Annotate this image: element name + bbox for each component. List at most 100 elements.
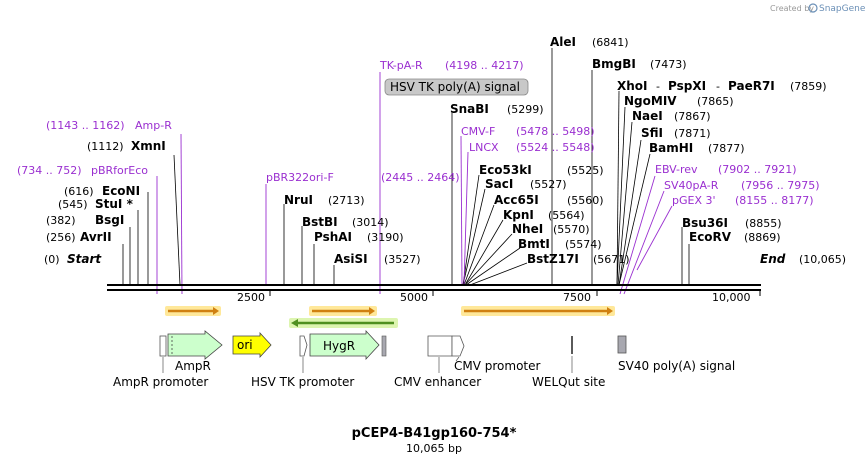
site-name: NgoMIV <box>624 94 677 108</box>
site-pos: (7865) <box>697 95 734 108</box>
primer-range: (5478 .. 5498) <box>516 125 595 138</box>
map-title: pCEP4-B41gp160-754* <box>352 426 517 441</box>
site-name: NheI <box>512 222 543 236</box>
primer-name: pGEX 3' <box>672 194 716 207</box>
ampr-promoter-label: AmpR promoter <box>113 375 208 389</box>
features: ori HygR AmpR AmpR promoter HSV TK promo… <box>113 329 735 389</box>
site-pos: (616) <box>64 185 94 198</box>
site-name: PaeR7I <box>728 79 775 93</box>
start-label: Start <box>67 252 102 266</box>
site-name: BstZ17I <box>527 252 579 266</box>
site-name: SacI <box>485 177 513 191</box>
sv40-polya-shape <box>617 335 627 354</box>
site-pos: (7877) <box>708 142 745 155</box>
ampr-label: AmpR <box>175 359 211 373</box>
site-pos: (1112) <box>87 140 124 153</box>
cmv-promoter-shape <box>451 335 465 357</box>
credit-brand: SnapGene <box>819 4 866 14</box>
primer-range: (8155 .. 8177) <box>735 194 814 207</box>
site-pos: (5671) <box>593 253 630 266</box>
tick-label: 5000 <box>400 291 428 304</box>
site-name: Acc65I <box>494 193 539 207</box>
hsv-tk-polya-shape <box>381 335 387 357</box>
primer-name: SV40pA-R <box>664 179 719 192</box>
orf-arrows <box>165 306 615 328</box>
site-pos: (7871) <box>674 127 711 140</box>
site-name: KpnI <box>503 208 534 222</box>
cmv-enhancer-shape <box>427 335 453 357</box>
site-pos: (5574) <box>565 238 602 251</box>
primer-name: pBRforEco <box>91 164 148 177</box>
cmv-promoter-leader <box>455 356 460 362</box>
orf-arrow-head <box>369 307 375 315</box>
site-pos: (2713) <box>328 194 365 207</box>
primer-range: (7956 .. 7975) <box>741 179 820 192</box>
scale-ticks <box>269 290 761 296</box>
site-name: EcoRV <box>689 230 732 244</box>
site-name: BstBI <box>302 215 338 229</box>
primer-range: (4198 .. 4217) <box>445 59 524 72</box>
site-name: SfiI <box>641 126 663 140</box>
site-name: EcoNI <box>102 184 140 198</box>
primer-name: pBR322ori-F <box>266 171 334 184</box>
primers: (734 .. 752) pBRforEco (1143 .. 1162) Am… <box>17 59 820 207</box>
credit-prefix: Created by <box>770 4 814 13</box>
tick-label: 10,000 <box>712 291 751 304</box>
start-pos: (0) <box>44 253 60 266</box>
primer-name: TK-pA-R <box>379 59 423 72</box>
ori-label: ori <box>237 338 253 352</box>
site-pos: (5570) <box>553 223 590 236</box>
site-name: NaeI <box>632 109 663 123</box>
ori-shape <box>232 331 272 359</box>
site-pos: (382) <box>46 214 76 227</box>
primer-range: (1143 .. 1162) <box>46 119 125 132</box>
hsv-tk-polya-box <box>384 78 529 96</box>
site-name: PspXI <box>668 79 706 93</box>
site-name: AvrII <box>80 230 112 244</box>
site-name: NruI <box>284 193 313 207</box>
primer-name: Amp-R <box>135 119 172 132</box>
site-pos: (545) <box>58 198 88 211</box>
primer-name: LNCX <box>469 141 499 154</box>
map-subtitle: 10,065 bp <box>406 442 462 455</box>
orf-arrow-head <box>291 319 298 327</box>
primer-range: (5524 .. 5548) <box>516 141 595 154</box>
site-pos: (7859) <box>790 80 827 93</box>
site-name: Bsu36I <box>682 216 728 230</box>
welqut-label: WELQut site <box>532 375 605 389</box>
site-name: BmtI <box>518 237 550 251</box>
primer-range: (2445 .. 2464) <box>381 171 460 184</box>
site-name: XmnI <box>131 139 166 153</box>
site-pos: (256) <box>46 231 76 244</box>
site-name: StuI * <box>95 197 134 211</box>
site-name: Eco53kI <box>479 163 532 177</box>
site-pos: (5560) <box>567 194 604 207</box>
hsv-tk-polya-label: HSV TK poly(A) signal <box>390 80 520 94</box>
site-pos: (5525) <box>567 164 604 177</box>
primer-connectors <box>156 72 673 295</box>
primer-name: EBV-rev <box>655 163 698 176</box>
end-pos: (10,065) <box>799 253 846 266</box>
tick-label: 2500 <box>237 291 265 304</box>
site-name: BamHI <box>649 141 693 155</box>
cmv-promoter-label: CMV promoter <box>454 359 541 373</box>
hsv-tk-promoter-shape <box>299 335 308 357</box>
site-connectors <box>122 48 690 286</box>
sep: - <box>716 80 720 93</box>
sep: - <box>656 80 660 93</box>
site-pos: (3527) <box>384 253 421 266</box>
site-name: BmgBI <box>592 57 636 71</box>
site-name: AsiSI <box>334 252 368 266</box>
site-pos: (8855) <box>745 217 782 230</box>
site-pos: (6841) <box>592 36 629 49</box>
site-name: BsgI <box>95 213 124 227</box>
end-label: End <box>760 252 786 266</box>
primer-range: (734 .. 752) <box>17 164 82 177</box>
sv40-polya-label: SV40 poly(A) signal <box>618 359 735 373</box>
site-name: XhoI <box>617 79 648 93</box>
site-pos: (3190) <box>367 231 404 244</box>
site-pos: (7867) <box>674 110 711 123</box>
site-pos: (5564) <box>548 209 585 222</box>
site-pos: (7473) <box>650 58 687 71</box>
